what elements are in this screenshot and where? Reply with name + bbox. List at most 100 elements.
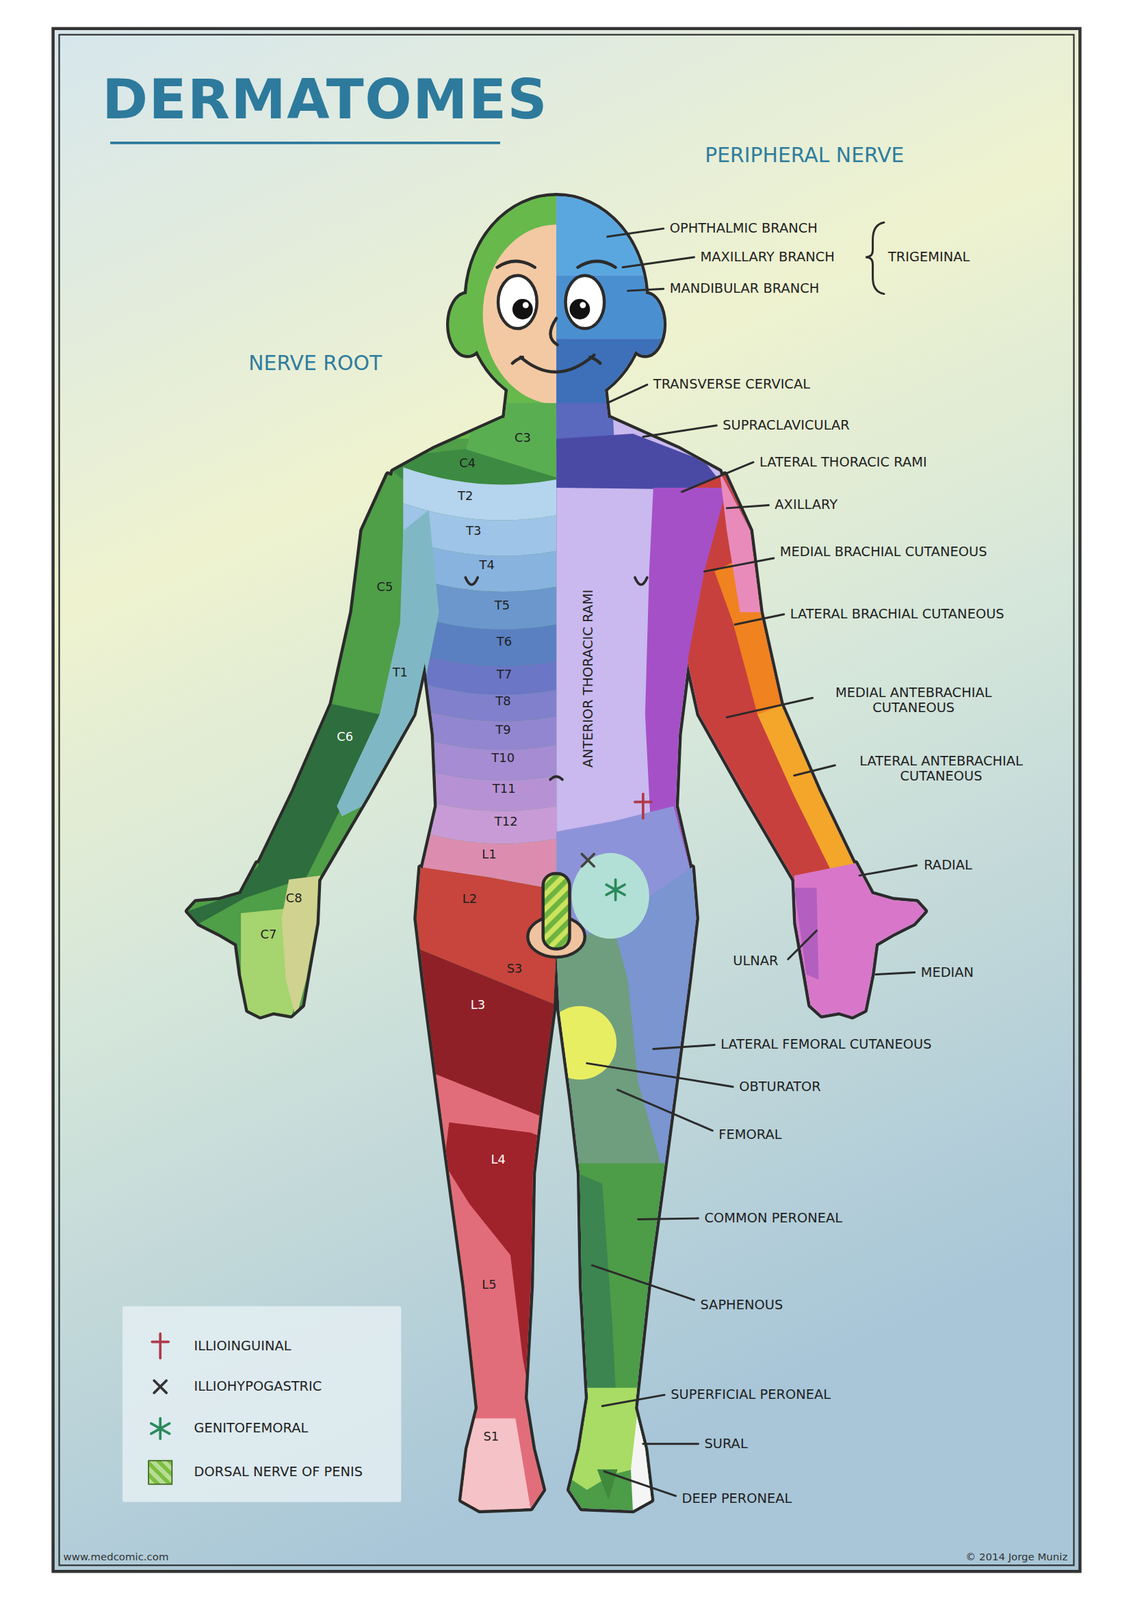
legend-panel-part-part bbox=[153, 1380, 167, 1394]
peripheral-nerve-regions-part bbox=[794, 863, 926, 1017]
dermatome-label: T4 bbox=[478, 559, 494, 574]
nerve-label: MEDIAL ANTEBRACHIAL CUTANEOUS bbox=[816, 685, 1011, 717]
dermatome-label: T6 bbox=[496, 635, 512, 650]
legend-panel-part-part bbox=[153, 1380, 167, 1394]
dermatome-label: L4 bbox=[491, 1153, 506, 1168]
legend-panel-part bbox=[151, 1334, 169, 1359]
legend-panel-part-part bbox=[158, 1334, 162, 1359]
leader-lines-part bbox=[604, 1471, 676, 1497]
face-features-part bbox=[520, 355, 594, 373]
legend-panel-part-part bbox=[151, 1423, 170, 1435]
nerve-symbols-part bbox=[634, 794, 652, 819]
nerve-label: OBTURATOR bbox=[738, 1079, 822, 1095]
dermatome-label: L1 bbox=[481, 848, 497, 863]
legend-panel-part bbox=[122, 1306, 401, 1502]
nerve-symbols bbox=[581, 794, 651, 901]
section-heading: NERVE ROOT bbox=[248, 351, 382, 375]
leader-lines-part bbox=[859, 865, 917, 876]
nerve-label: LATERAL FEMORAL CUTANEOUS bbox=[720, 1037, 932, 1053]
legend-text: DORSAL NERVE OF PENIS bbox=[193, 1464, 363, 1480]
nerve-symbols-part-part bbox=[606, 884, 625, 895]
body-details bbox=[465, 577, 648, 780]
legend-panel-part bbox=[153, 1380, 167, 1394]
peripheral-nerve-regions-part bbox=[556, 173, 1128, 1532]
peripheral-nerve-regions-part bbox=[630, 1408, 654, 1511]
nerve-root-regions-part bbox=[444, 1122, 557, 1450]
genitals bbox=[527, 873, 585, 958]
peripheral-nerve-regions-part bbox=[571, 853, 649, 939]
dermatome-label: C8 bbox=[286, 892, 303, 907]
face-features-part bbox=[550, 318, 557, 345]
nerve-label: MANDIBULAR BRANCH bbox=[669, 281, 820, 297]
nerve-symbols-part-part bbox=[641, 794, 645, 819]
leader-lines-part bbox=[875, 972, 915, 975]
nerve-root-regions-part bbox=[403, 704, 557, 750]
footer-note: © 2014 Jorge Muniz bbox=[965, 1551, 1068, 1563]
dermatome-label: T5 bbox=[494, 599, 510, 614]
peripheral-nerve-regions-part bbox=[556, 275, 669, 339]
leader-lines-part bbox=[607, 384, 648, 403]
dermatome-label: T11 bbox=[492, 782, 516, 798]
legend-panel-part-part bbox=[151, 1341, 169, 1344]
face-features-part bbox=[522, 302, 529, 309]
nerve-label: SUPRACLAVICULAR bbox=[722, 418, 850, 434]
nerve-root-regions-part bbox=[281, 875, 321, 1019]
nerve-label: SURAL bbox=[704, 1436, 748, 1452]
leader-lines-part bbox=[682, 462, 754, 492]
peripheral-nerve-regions-part bbox=[556, 1163, 715, 1532]
leader-lines-part bbox=[726, 504, 769, 508]
nerve-label: ULNAR bbox=[732, 953, 778, 969]
nerve-label: AXILLARY bbox=[774, 497, 838, 513]
face-features-part bbox=[497, 261, 536, 268]
body-details-part bbox=[634, 577, 648, 585]
face-features-part bbox=[512, 299, 533, 320]
nerve-label: LATERAL BRACHIAL CUTANEOUS bbox=[790, 606, 1005, 622]
nerve-symbols-part-part bbox=[634, 801, 652, 804]
dermatome-label: C5 bbox=[377, 580, 394, 596]
poster-frame-part bbox=[110, 141, 501, 145]
peripheral-nerve-regions-part bbox=[556, 338, 669, 410]
face-features-part bbox=[589, 357, 601, 364]
face-features-part bbox=[565, 275, 605, 330]
leader-lines-part bbox=[734, 614, 785, 625]
nerve-symbols-part-part bbox=[581, 854, 594, 867]
leader-lines-part bbox=[865, 222, 884, 294]
dermatome-label: C7 bbox=[260, 928, 277, 943]
dermatome-label: C3 bbox=[514, 431, 531, 447]
dermatome-label: C4 bbox=[459, 457, 476, 472]
body-details-part bbox=[550, 776, 563, 780]
legend-panel bbox=[122, 1306, 401, 1502]
peripheral-nerve-regions-part bbox=[556, 184, 669, 276]
leader-lines-part bbox=[617, 1089, 713, 1131]
leader-lines-part bbox=[643, 425, 717, 437]
leader-lines bbox=[587, 222, 917, 1497]
dermatome-label: S3 bbox=[507, 962, 523, 978]
nerve-label: FEMORAL bbox=[718, 1127, 782, 1143]
face-features bbox=[497, 261, 616, 373]
leader-lines-part bbox=[788, 930, 817, 960]
nerve-symbols-part bbox=[581, 854, 594, 867]
nerve-label: MEDIAN bbox=[920, 964, 974, 980]
dermatome-label: T12 bbox=[494, 815, 518, 830]
peripheral-nerve-regions-part bbox=[556, 433, 727, 490]
peripheral-nerve-regions-part bbox=[556, 867, 715, 1532]
nerve-label: OPHTHALMIC BRANCH bbox=[669, 221, 818, 237]
genitals-part bbox=[543, 873, 570, 949]
dermatome-label: S1 bbox=[483, 1430, 499, 1446]
leader-lines-part bbox=[704, 558, 774, 572]
nerve-label: TRANSVERSE CERVICAL bbox=[653, 377, 811, 393]
dermatome-label: T3 bbox=[465, 524, 481, 540]
leader-lines-part bbox=[794, 765, 836, 776]
dermatome-label: T1 bbox=[392, 666, 408, 681]
peripheral-nerve-regions-part bbox=[757, 704, 856, 873]
leader-lines-part bbox=[628, 288, 664, 291]
legend-text: ILLIOINGUINAL bbox=[193, 1338, 291, 1354]
legend-text: ILLIOHYPOGASTRIC bbox=[193, 1379, 322, 1395]
nerve-symbols-part bbox=[606, 879, 625, 901]
leader-lines-part bbox=[607, 228, 664, 237]
legend-swatch bbox=[147, 1460, 173, 1486]
dermatome-label: T7 bbox=[496, 668, 512, 683]
leader-lines-part bbox=[637, 1218, 698, 1220]
nerve-root-regions-part bbox=[403, 677, 557, 722]
